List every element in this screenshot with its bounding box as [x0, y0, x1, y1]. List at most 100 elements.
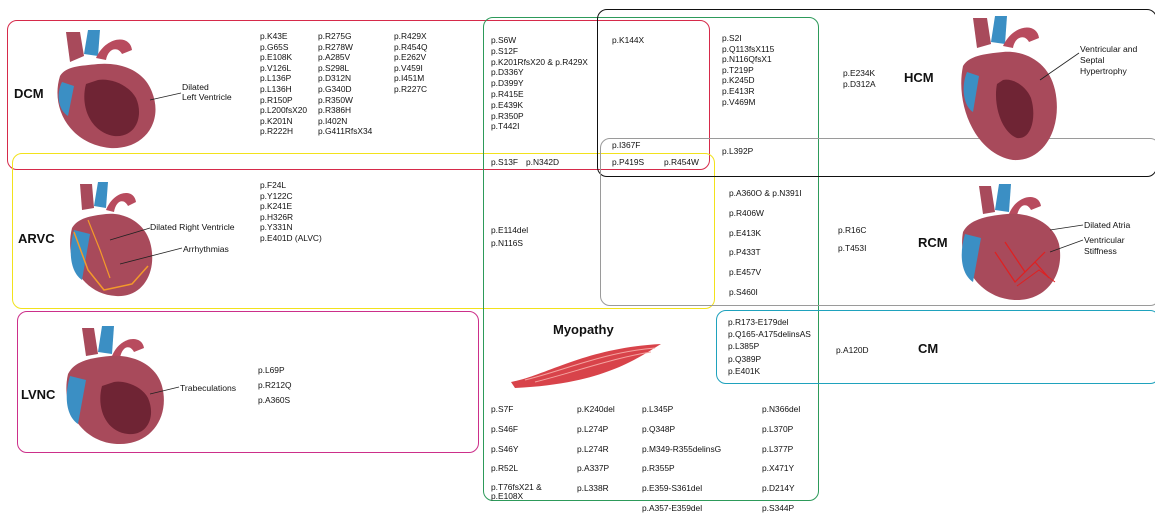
variant: p.R16C [838, 225, 867, 235]
cm-region-box [716, 310, 1155, 384]
lvnc-label: LVNC [21, 387, 56, 402]
arvc-heart-illustration [70, 182, 153, 297]
variant: p.T76fsX21 & p.E108X [491, 482, 542, 502]
variant: p.K201RfsX20 & p.R429X [491, 56, 588, 67]
variant: p.S460I [729, 286, 758, 297]
variant: p.S7F [491, 404, 514, 414]
variant: p.E439K [491, 99, 524, 110]
dcm-region-box [7, 20, 710, 170]
variant: p.S344P [762, 502, 795, 513]
variant: p.N342D [526, 157, 560, 167]
variant: p.T453I [838, 243, 867, 253]
variant: p.R278W [318, 41, 353, 52]
dcm-description-1: Dilated [182, 82, 209, 92]
dcm-variants-col1: p.K43E p.G65S p.E108K p.V126L p.L136P p.… [260, 31, 307, 137]
variant: p.Q165-A175delinsAS [728, 329, 811, 340]
arvc-description-2: Arrhythmias [183, 244, 229, 254]
myopathy-variants-col4: p.N366del p.L370P p.L377P p.X471Y p.D214… [762, 404, 800, 523]
variant: p.D214Y [762, 483, 795, 494]
variant: p.N116QfsX1 [722, 54, 772, 65]
lvnc-heart-illustration [66, 326, 164, 444]
dcm-variants-col3: p.R429X p.R454Q p.E262V p.V459I p.I451M … [394, 31, 428, 95]
variant: p.K245D [722, 75, 755, 86]
variant: p.T219P [722, 64, 754, 75]
variant: p.H326R [260, 211, 294, 222]
variant: p.K144X [612, 35, 645, 45]
lvnc-region-box [17, 311, 479, 453]
rcm-region-box [600, 138, 1155, 306]
variant: p.Q113fsX115 [722, 43, 775, 54]
dcm-label: DCM [14, 86, 44, 101]
variant: p.V469M [722, 96, 756, 107]
hcm-myopathy-variants: p.S2I p.Q113fsX115 p.N116QfsX1 p.T219P p… [722, 33, 774, 107]
variant: p.S13F [491, 157, 519, 167]
variant: p.E262V [394, 52, 427, 63]
variant: p.V126L [260, 62, 292, 73]
hcm-region-box [597, 9, 1155, 177]
variant: p.Q348P [642, 423, 676, 434]
variant: p.R350W [318, 94, 353, 105]
variant: p.L370P [762, 423, 794, 434]
variant: p.A360O & p.N391I [729, 188, 802, 198]
variant: p.V459I [394, 62, 423, 73]
variant: p.Q389P [728, 353, 762, 364]
cm-myopathy-variants: p.R173-E179del p.Q165-A175delinsAS p.L38… [728, 316, 811, 377]
variant: p.D312N [318, 73, 352, 84]
variant: p.R415E [491, 88, 524, 99]
variant: p.L345P [642, 404, 674, 414]
arvc-label: ARVC [18, 231, 55, 246]
variant: p.Y122C [260, 190, 293, 201]
arvc-region-box [12, 153, 715, 309]
variant: p.S12F [491, 45, 519, 56]
variant: p.K241E [260, 201, 293, 212]
variant: p.R350P [491, 110, 524, 121]
rcm-myopathy-variants: p.A360O & p.N391I p.R406W p.E413K p.P433… [729, 188, 802, 307]
variant: p.L136H [260, 83, 292, 94]
lvnc-variants: p.L69P p.R212Q p.A360S [258, 363, 292, 408]
variant: p.I367F [612, 140, 641, 150]
variant: p.A285V [318, 52, 351, 63]
variant: p.R406W [729, 207, 764, 218]
myopathy-variants-col2: p.K240del p.L274P p.L274R p.A337P p.L338… [577, 404, 615, 503]
hcm-variants: p.E234K p.D312A [843, 68, 876, 89]
variant: p.A357-E359del [642, 502, 703, 513]
variant: p.K201N [260, 115, 293, 126]
variant: p.R429X [394, 31, 427, 41]
variant: p.S298L [318, 62, 350, 73]
rcm-pointer-lines [1049, 224, 1084, 253]
rcm-heart-illustration [961, 184, 1061, 300]
dcm-pointer-line [149, 92, 182, 101]
variant: p.A337P [577, 463, 610, 474]
lvnc-pointer-line [149, 386, 180, 395]
variant: p.L69P [258, 365, 285, 375]
variant: p.R222H [260, 126, 294, 137]
hcm-description-2: Septal [1080, 55, 1105, 65]
variant: p.L136P [260, 73, 292, 84]
dcm-myopathy-variants: p.S6W p.S12F p.K201RfsX20 & p.R429X p.D3… [491, 35, 588, 132]
myopathy-variants-col1: p.S7F p.S46F p.S46Y p.R52L p.T76fsX21 & … [491, 404, 542, 510]
variant: p.E114del [491, 225, 529, 235]
rcm-description-1: Dilated Atria [1084, 220, 1131, 230]
variant: p.T442I [491, 121, 520, 132]
variant: p.E413K [729, 227, 762, 238]
hcm-label: HCM [904, 70, 934, 85]
variant: p.L392P [722, 146, 754, 156]
variant: p.E108K [260, 52, 293, 63]
myopathy-variants-col3: p.L345P p.Q348P p.M349-R355delinsG p.R35… [642, 404, 721, 523]
variant: p.E457V [729, 267, 762, 278]
arvc-description-1: Dilated Right Ventricle [150, 222, 235, 232]
variant: p.R275G [318, 31, 352, 41]
variant: p.R454Q [394, 41, 428, 52]
hcm-heart-illustration [961, 16, 1057, 161]
variant: p.F24L [260, 180, 287, 190]
lvnc-description: Trabeculations [180, 383, 237, 393]
hcm-pointer-line [1039, 52, 1080, 81]
variant: p.I402N [318, 115, 348, 126]
cm-label: CM [918, 341, 939, 356]
muscle-illustration [511, 344, 661, 388]
variant: p.R173-E179del [728, 317, 789, 327]
variant: p.M349-R355delinsG [642, 443, 722, 454]
rcm-variants: p.R16C p.T453I [838, 225, 866, 262]
variant: p.L274R [577, 443, 609, 454]
variant: p.X471Y [762, 463, 795, 474]
